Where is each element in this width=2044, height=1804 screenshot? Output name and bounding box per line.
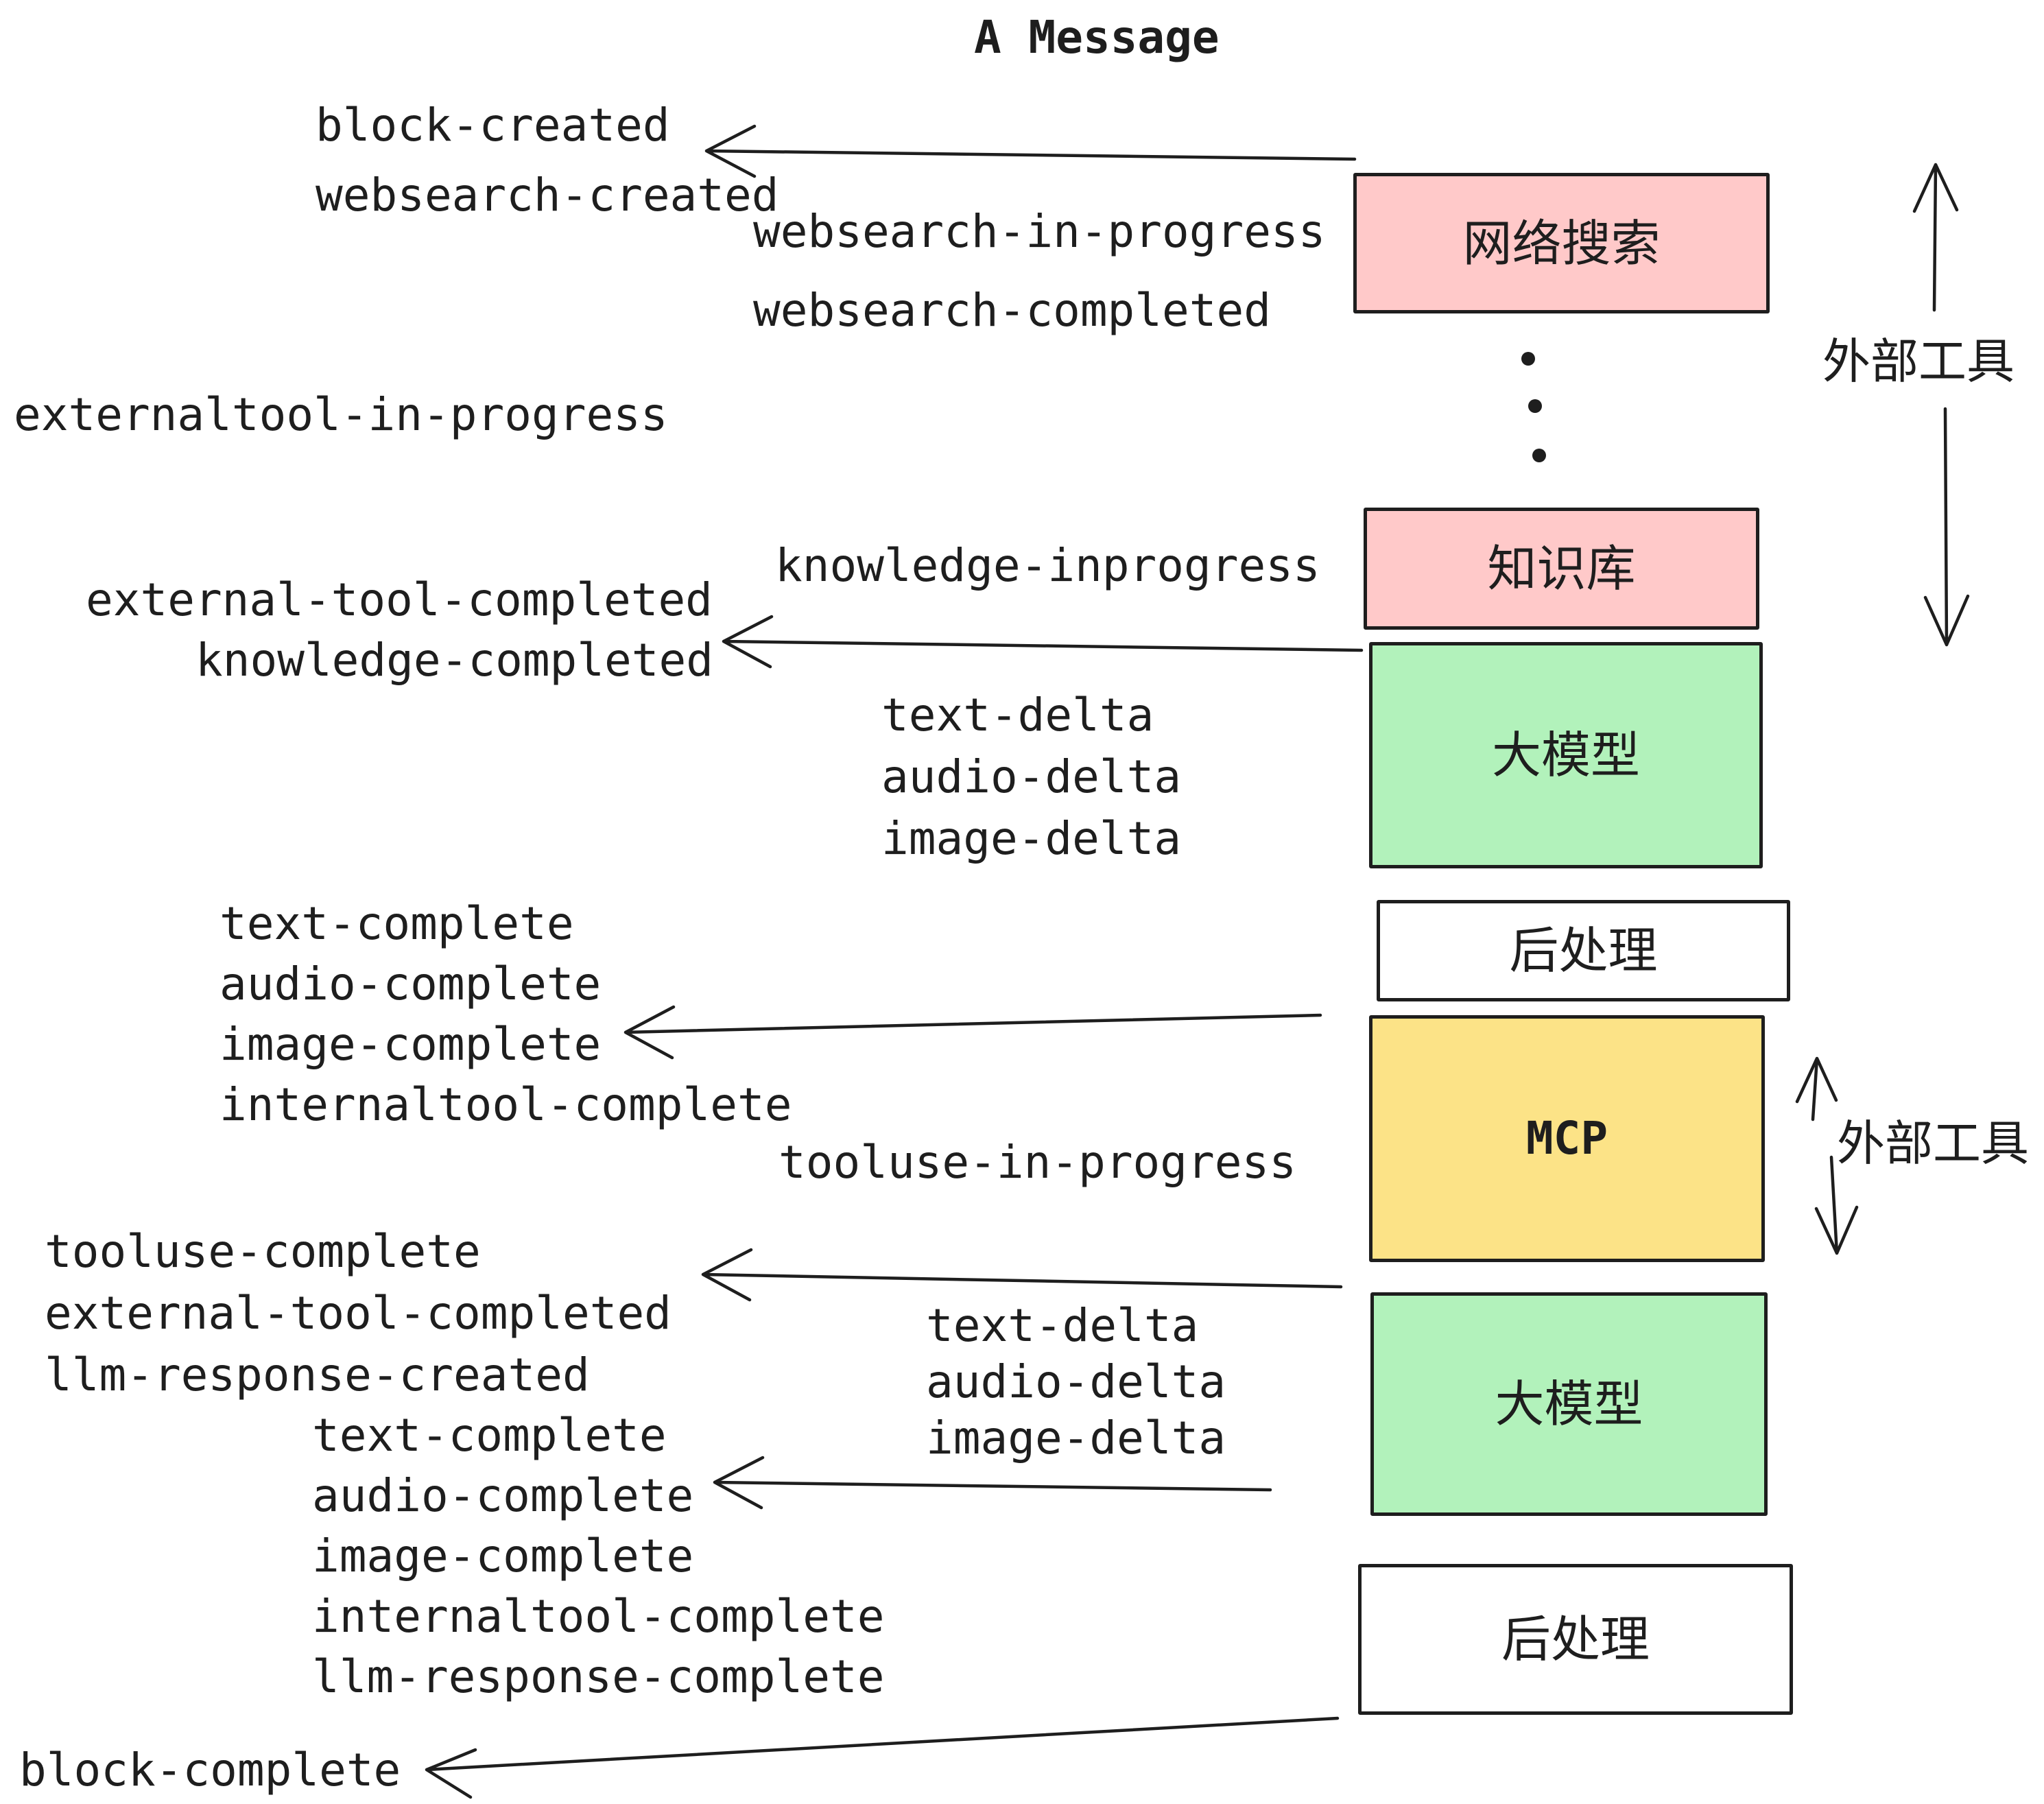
box-llm-1: 大模型 <box>1369 642 1763 868</box>
event-image-complete-2: image-complete <box>312 1530 694 1582</box>
event-audio-delta-2: audio-delta <box>926 1355 1226 1408</box>
vertical-ellipsis-dots <box>1521 352 1546 462</box>
box-knowledge-label: 知识库 <box>1487 540 1636 597</box>
box-llm-2-label: 大模型 <box>1495 1375 1643 1433</box>
arrow-to-tooluse-complete <box>701 1248 1343 1302</box>
box-postprocess-2-label: 后处理 <box>1501 1611 1650 1668</box>
event-block-complete: block-complete <box>19 1744 401 1796</box>
box-llm-2: 大模型 <box>1370 1292 1768 1516</box>
event-image-delta-2: image-delta <box>926 1412 1226 1464</box>
box-mcp: MCP <box>1369 1015 1765 1262</box>
event-external-tool-completed-2: external-tool-completed <box>45 1287 672 1340</box>
arrow-external-tools-down <box>1923 407 1970 647</box>
arrow-mcp-external-up <box>1795 1056 1838 1121</box>
event-externaltool-in-progress: externaltool-in-progress <box>14 388 668 441</box>
arrow-to-knowledge-completed <box>722 615 1364 669</box>
arrow-to-audio-complete-2 <box>713 1456 1272 1510</box>
event-websearch-completed: websearch-completed <box>753 284 1271 337</box>
event-llm-response-complete: llm-response-complete <box>312 1650 885 1703</box>
event-audio-complete-2: audio-complete <box>312 1469 694 1522</box>
box-llm-1-label: 大模型 <box>1491 726 1640 784</box>
event-image-delta: image-delta <box>881 812 1182 865</box>
event-text-complete: text-complete <box>219 897 574 950</box>
box-postprocess-1: 后处理 <box>1377 900 1790 1001</box>
event-text-delta: text-delta <box>881 689 1154 741</box>
event-tooluse-complete: tooluse-complete <box>45 1225 481 1278</box>
box-postprocess-2: 后处理 <box>1358 1564 1793 1715</box>
arrow-external-tools-up <box>1912 163 1959 312</box>
box-postprocess-1-label: 后处理 <box>1509 922 1658 980</box>
side-label-external-tools-bottom: 外部工具 <box>1837 1115 2029 1172</box>
event-internaltool-complete-2: internaltool-complete <box>312 1590 885 1643</box>
arrow-to-image-complete <box>623 1005 1322 1060</box>
event-image-complete: image-complete <box>219 1018 602 1071</box>
event-audio-delta: audio-delta <box>881 750 1182 803</box>
box-mcp-label: MCP <box>1525 1112 1608 1165</box>
event-text-delta-2: text-delta <box>926 1299 1199 1352</box>
event-websearch-in-progress: websearch-in-progress <box>753 205 1326 258</box>
event-audio-complete: audio-complete <box>219 958 602 1010</box>
box-websearch-label: 网络搜索 <box>1462 214 1661 272</box>
event-websearch-created: websearch-created <box>316 169 779 222</box>
event-external-tool-completed: external-tool-completed <box>86 573 713 626</box>
arrow-to-block-created <box>704 124 1357 178</box>
arrow-mcp-external-down <box>1814 1155 1859 1255</box>
event-knowledge-inprogress: knowledge-inprogress <box>775 539 1320 592</box>
event-knowledge-completed: knowledge-completed <box>195 634 713 687</box>
event-internaltool-complete: internaltool-complete <box>219 1078 792 1131</box>
event-block-created: block-created <box>316 99 670 152</box>
box-websearch: 网络搜索 <box>1353 173 1770 313</box>
event-llm-response-created: llm-response-created <box>45 1349 590 1401</box>
diagram-title: A Message <box>974 11 1220 64</box>
side-label-external-tools-top: 外部工具 <box>1822 333 2015 390</box>
event-text-complete-2: text-complete <box>312 1409 667 1462</box>
box-knowledge: 知识库 <box>1364 508 1759 630</box>
arrow-to-block-complete <box>425 1716 1340 1799</box>
event-tooluse-in-progress: tooluse-in-progress <box>779 1136 1296 1189</box>
